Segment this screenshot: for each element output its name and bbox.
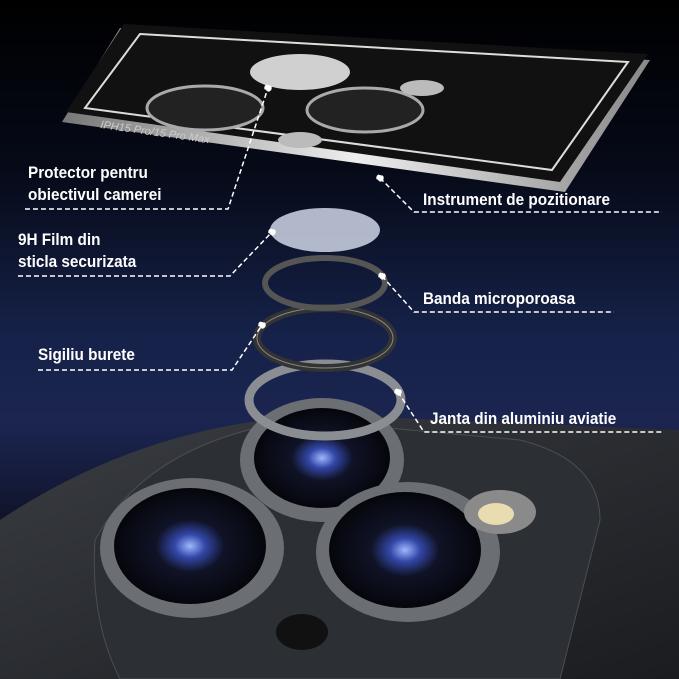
lens-protector-plate: IPH15 Pro/15 Pro Max [62,24,650,192]
tempered-glass-film [270,208,380,252]
label-protector-line2: obiectivul camerei [28,185,162,204]
microporous-band [262,255,388,311]
label-protector: Protector pentru obiectivul camerei [28,162,162,206]
phone-body [0,398,679,679]
camera-lens-right [316,482,500,622]
leader-lines [18,84,662,433]
label-film-line1: 9H Film din [18,230,101,249]
label-band: Banda microporoasa [423,289,576,308]
microphone-hole [276,614,328,650]
label-rim: Janta din aluminiu aviatie [430,409,617,428]
label-film-line2: sticla securizata [18,252,137,271]
camera-lens-left [100,478,284,618]
label-protector-line1: Protector pentru [28,163,148,182]
label-film: 9H Film din sticla securizata [18,229,136,273]
label-positioning: Instrument de pozitionare [423,190,611,209]
label-seal: Sigiliu burete [38,345,135,364]
